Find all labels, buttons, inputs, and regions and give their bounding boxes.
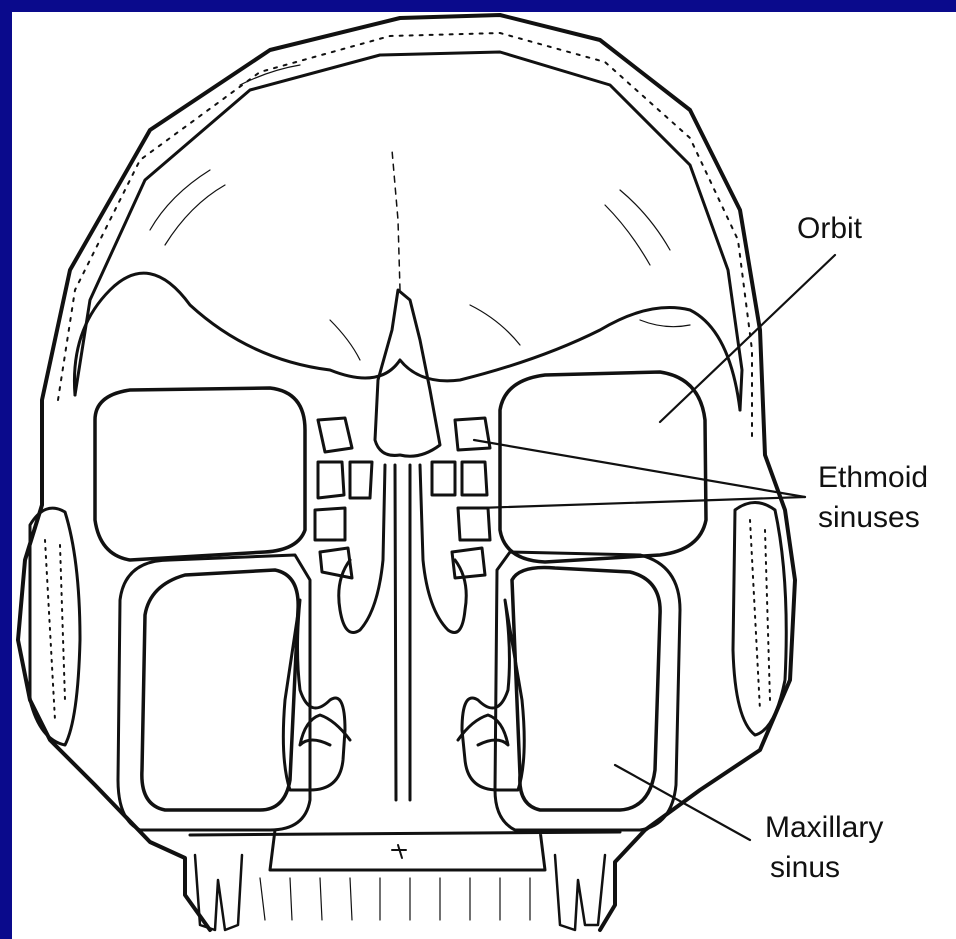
label-ethmoid-line2: sinuses [818,501,920,534]
left-inferior-turbinate [300,715,350,745]
nasal-septum [395,465,410,800]
right-maxillary-sinus [512,568,660,811]
right-orbit [500,372,706,562]
label-orbit: Orbit [797,212,863,245]
vault-diploe-texture [58,33,752,440]
vault-hatching [150,65,690,360]
label-maxillary-line1: Maxillary [765,811,883,844]
ethmoid-leader-line-upper [474,440,805,497]
right-inferior-turbinate [458,715,508,745]
falx-line [392,150,400,290]
palate-mark [392,845,406,858]
right-nasal-wall [420,465,466,633]
label-ethmoid-line1: Ethmoid [818,461,928,494]
label-maxillary-line2: sinus [770,851,840,884]
left-maxillary-sinus [142,570,298,810]
diagram-canvas: Orbit Ethmoid sinuses Maxillary sinus [12,12,956,939]
left-ethmoid-cells [315,418,372,578]
left-orbit [95,388,305,560]
left-maxilla-outer [118,555,310,830]
orbit-leader-line [660,255,835,422]
right-maxilla-outer [495,552,680,830]
skull-coronal-section-diagram: Orbit Ethmoid sinuses Maxillary sinus [12,12,956,939]
right-zygomatic [733,503,786,736]
